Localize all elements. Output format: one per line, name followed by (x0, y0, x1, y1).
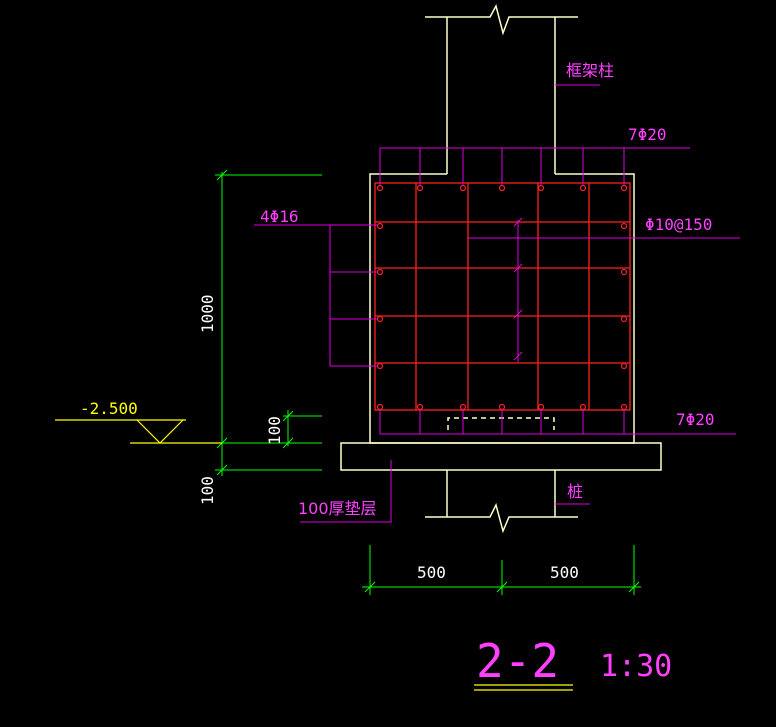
column-break-line (425, 3, 578, 36)
rebar-cage (374, 182, 631, 411)
cushion-label: 100厚垫层 (298, 499, 377, 518)
pile-cap-outline (369, 173, 635, 444)
stirrup-outer (374, 182, 631, 411)
bottom-bars-label: 7Φ20 (676, 410, 715, 429)
frame-column-label: 框架柱 (566, 61, 614, 80)
side-bar-hooks (376, 222, 628, 370)
width-right-dim: 500 (550, 563, 579, 582)
pile-outline (425, 417, 578, 534)
width-left-dim: 500 (417, 563, 446, 582)
elevation-value: -2.500 (80, 399, 138, 418)
side-bars-label: 4Φ16 (260, 207, 299, 226)
scale-label: 1:30 (600, 649, 672, 684)
pile-break-line (425, 502, 578, 534)
section-title: 2-2 (476, 634, 559, 688)
height-total-dim: 1000 (198, 294, 217, 333)
horizontal-dimension (362, 545, 641, 595)
height-cover-dim: 100 (265, 416, 284, 445)
height-cushion-dim: 100 (198, 476, 217, 505)
cushion-layer (340, 442, 662, 471)
leader-lines (254, 84, 740, 523)
title-underline (474, 684, 573, 691)
elevation-mark (55, 419, 222, 444)
vertical-dimension (215, 169, 322, 476)
pile-label: 桩 (567, 482, 583, 501)
top-bars-label: 7Φ20 (628, 125, 667, 144)
stirrups-label: Φ10@150 (645, 215, 712, 234)
pile-embed-dashed (447, 417, 555, 430)
